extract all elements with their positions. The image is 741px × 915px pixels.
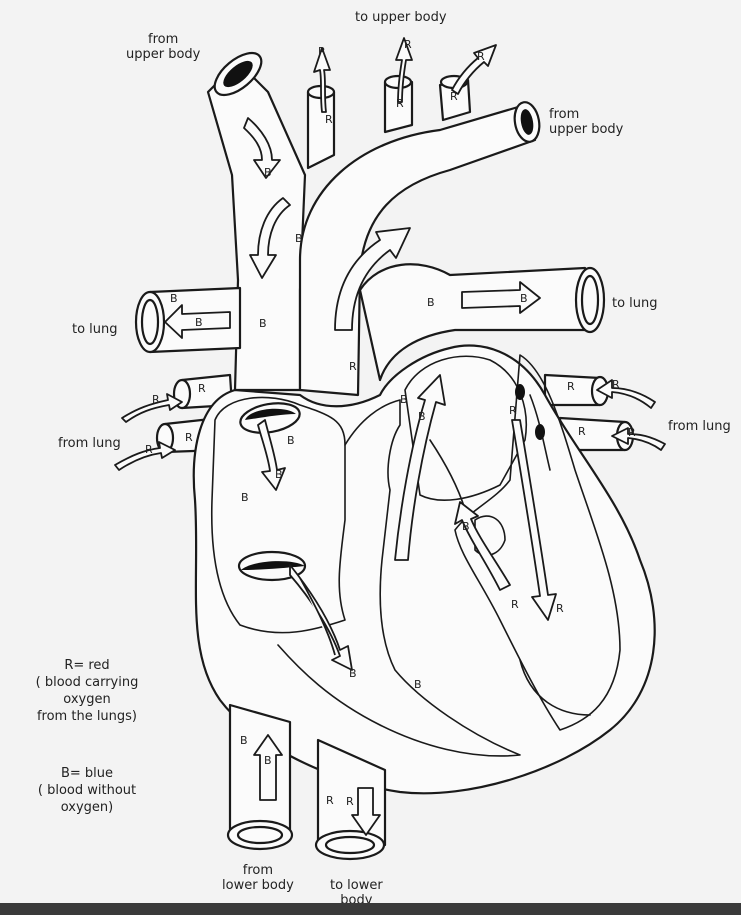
legend-blue: B= blue ( blood without oxygen) — [12, 765, 162, 816]
label-from-lung-left: from lung — [58, 436, 121, 451]
marker-b: B — [264, 754, 272, 767]
marker-b: B — [418, 410, 426, 423]
marker-b: B — [240, 734, 248, 747]
marker-r: R — [450, 90, 458, 103]
marker-r: R — [325, 113, 333, 126]
marker-b: B — [462, 520, 470, 533]
label-from-lung-right: from lung — [668, 419, 731, 434]
marker-r: R — [396, 97, 404, 110]
legend-red: R= red ( blood carrying oxygen from the … — [12, 657, 162, 725]
marker-r: R — [318, 45, 326, 58]
marker-b: B — [170, 292, 178, 305]
marker-b: B — [195, 316, 203, 329]
legend-red-title: R= red — [12, 657, 162, 674]
marker-b: B — [264, 166, 272, 179]
marker-r: R — [612, 378, 620, 391]
marker-b: B — [414, 678, 422, 691]
marker-b: B — [259, 317, 267, 330]
marker-b: B — [275, 468, 283, 481]
marker-b: B — [427, 296, 435, 309]
marker-r: R — [198, 382, 206, 395]
aortic-arch — [300, 100, 542, 395]
marker-r: R — [628, 426, 636, 439]
label-from-upper-body-right: from upper body — [549, 107, 623, 137]
label-to-lung-right: to lung — [612, 296, 658, 311]
label-to-lung-left: to lung — [72, 322, 118, 337]
marker-r: R — [349, 360, 357, 373]
legend-blue-title: B= blue — [12, 765, 162, 782]
marker-r: R — [185, 431, 193, 444]
marker-r: R — [326, 794, 334, 807]
page-edge-shadow — [0, 903, 741, 915]
label-from-lower-body: from lower body — [222, 863, 294, 893]
marker-r: R — [404, 38, 412, 51]
marker-r: R — [556, 602, 564, 615]
marker-b: B — [520, 292, 528, 305]
marker-r: R — [578, 425, 586, 438]
label-from-upper-body-left: from upper body — [126, 32, 200, 62]
marker-r: R — [152, 393, 160, 406]
marker-b: B — [349, 667, 357, 680]
marker-r: R — [511, 598, 519, 611]
label-to-upper-body: to upper body — [355, 10, 447, 25]
marker-r: R — [145, 443, 153, 456]
marker-r: R — [346, 795, 354, 808]
marker-b: B — [295, 232, 303, 245]
marker-r: R — [567, 380, 575, 393]
marker-r: R — [477, 50, 485, 63]
marker-b: B — [400, 393, 408, 406]
marker-r: R — [509, 404, 517, 417]
marker-b: B — [287, 434, 295, 447]
marker-b: B — [241, 491, 249, 504]
